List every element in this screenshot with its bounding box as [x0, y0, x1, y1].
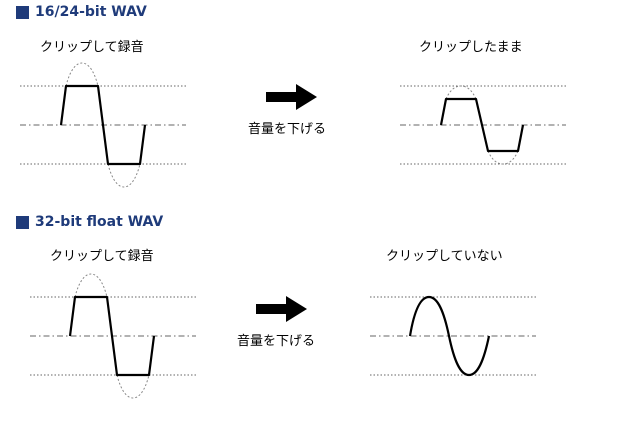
section-title-32bit-float: 32-bit float WAV [16, 214, 163, 230]
section-title-16-24bit: 16/24-bit WAV [16, 4, 147, 20]
caption-still-clipped: クリップしたまま [419, 40, 523, 55]
caption-clip-record-32: クリップして録音 [50, 249, 154, 264]
caption-lower-volume-16: 音量を下げる [248, 122, 327, 137]
diagram-not-clipped [370, 295, 536, 377]
section-title-text: 16/24-bit WAV [35, 4, 147, 20]
diagram-clipped-32 [30, 273, 196, 399]
heading-square-icon [16, 5, 29, 19]
arrow-right-icon [256, 296, 307, 322]
arrow-right-icon [266, 84, 317, 110]
caption-not-clipped: クリップしていない [386, 249, 503, 264]
section-title-text: 32-bit float WAV [35, 214, 164, 230]
heading-square-icon [16, 215, 29, 229]
diagram-still-clipped [400, 85, 566, 165]
caption-lower-volume-32: 音量を下げる [237, 334, 316, 349]
caption-clip-record-16: クリップして録音 [40, 40, 144, 55]
diagram-clipped-16 [20, 62, 186, 188]
